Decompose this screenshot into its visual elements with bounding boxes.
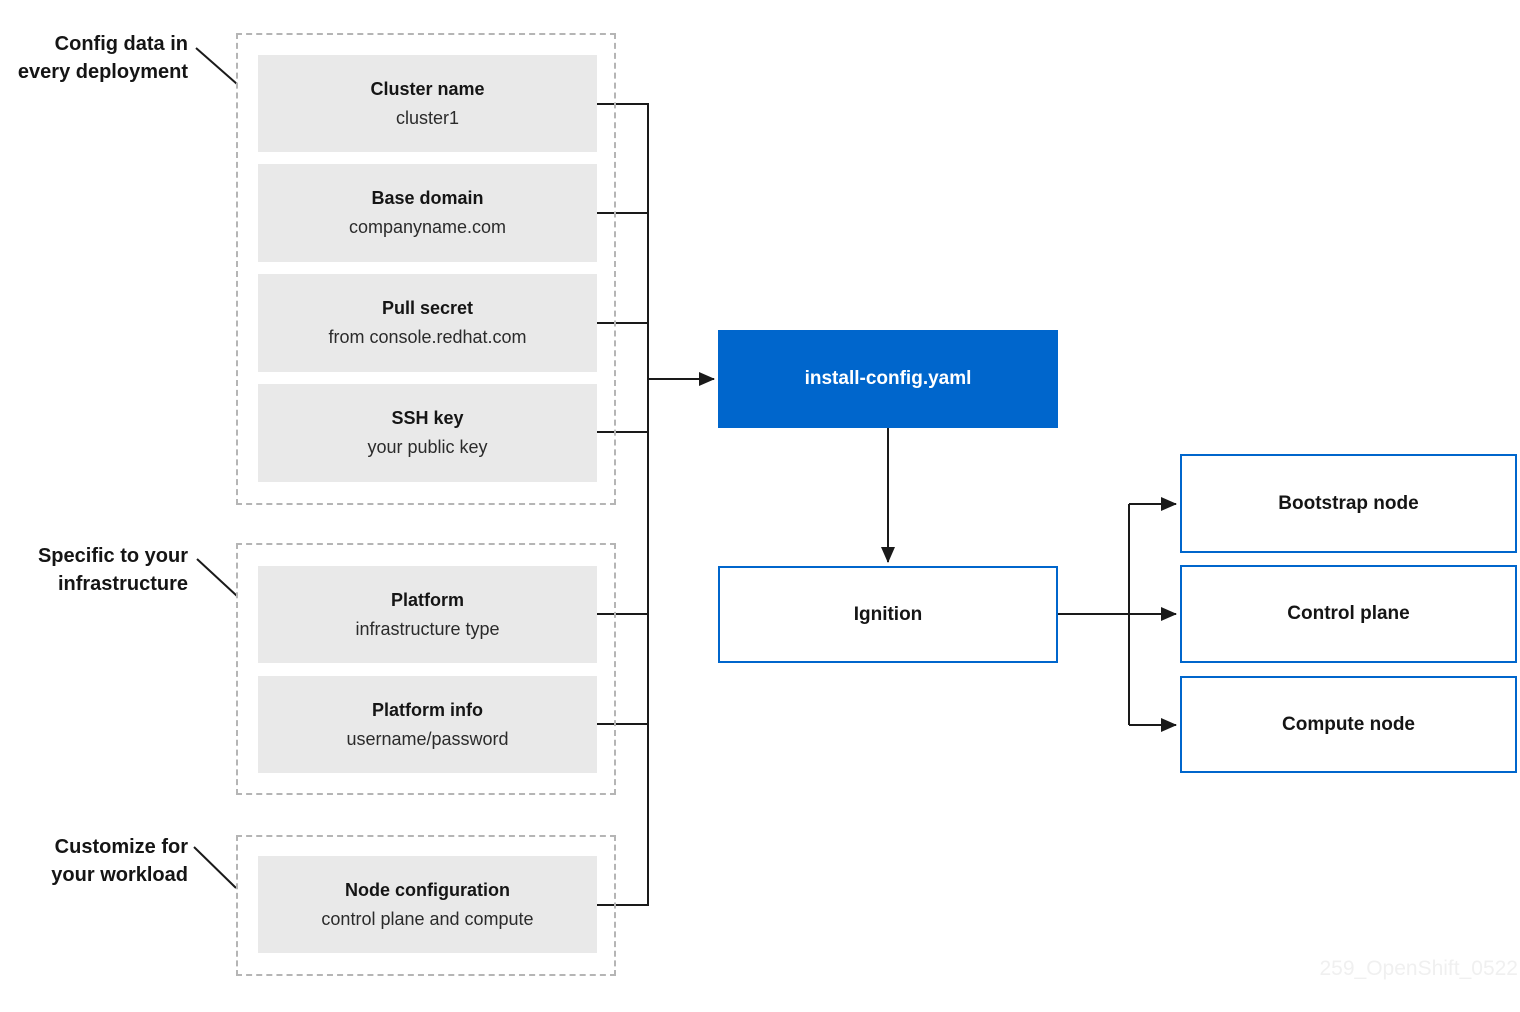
bootstrap-node-label: Bootstrap node [1278, 492, 1419, 514]
leader-line-customize [193, 846, 237, 889]
box-platform-info: Platform info username/password [258, 676, 597, 773]
box-pull-secret: Pull secret from console.redhat.com [258, 274, 597, 372]
group-label-line: every deployment [17, 61, 188, 83]
box-install-config-yaml: install-config.yaml [718, 330, 1058, 428]
box-subtitle: your public key [367, 437, 488, 457]
group-label-line: Specific to your [37, 545, 188, 567]
group-label-line: Customize for [54, 836, 188, 858]
box-title: Node configuration [345, 879, 510, 900]
compute-node-label: Compute node [1282, 713, 1415, 735]
group-label-line: infrastructure [57, 573, 188, 595]
box-subtitle: control plane and compute [321, 908, 534, 929]
box-subtitle: cluster1 [395, 107, 460, 128]
group-label-customize-workload: Customize for your workload [0, 833, 188, 889]
ignition-label: Ignition [853, 603, 923, 625]
watermark-text: 259_OpenShift_0522 [1319, 957, 1518, 980]
leader-line-config-data [195, 47, 238, 85]
group-label-line: Config data in [54, 33, 188, 55]
box-subtitle: from console.redhat.com [328, 327, 527, 347]
box-compute-node: Compute node [1180, 676, 1517, 773]
box-cluster-name: Cluster name cluster1 [258, 55, 597, 152]
box-node-configuration: Node configuration control plane and com… [258, 856, 597, 953]
group-customize-workload [236, 835, 616, 976]
group-label-specific-infrastructure: Specific to your infrastructure [0, 542, 188, 598]
box-subtitle: infrastructure type [355, 618, 500, 639]
group-label-config-data: Config data in every deployment [0, 30, 188, 86]
install-config-label: install-config.yaml [804, 368, 972, 389]
box-title: Platform [390, 589, 464, 610]
box-control-plane: Control plane [1180, 565, 1517, 663]
box-ssh-key: SSH key your public key [258, 384, 597, 482]
box-title: SSH key [391, 408, 464, 428]
box-platform: Platform infrastructure type [258, 566, 597, 663]
box-ignition: Ignition [718, 566, 1058, 663]
box-base-domain: Base domain companyname.com [258, 164, 597, 262]
box-title: Platform info [372, 699, 483, 720]
box-subtitle: companyname.com [348, 217, 507, 237]
group-specific-infrastructure [236, 543, 616, 795]
box-bootstrap-node: Bootstrap node [1180, 454, 1517, 553]
group-label-line: your workload [51, 864, 188, 886]
box-title: Cluster name [370, 78, 485, 99]
group-config-data [236, 33, 616, 505]
control-plane-label: Control plane [1287, 603, 1410, 624]
box-title: Pull secret [381, 298, 474, 318]
box-subtitle: username/password [346, 728, 509, 749]
box-title: Base domain [371, 188, 484, 208]
leader-line-specific [196, 558, 238, 597]
